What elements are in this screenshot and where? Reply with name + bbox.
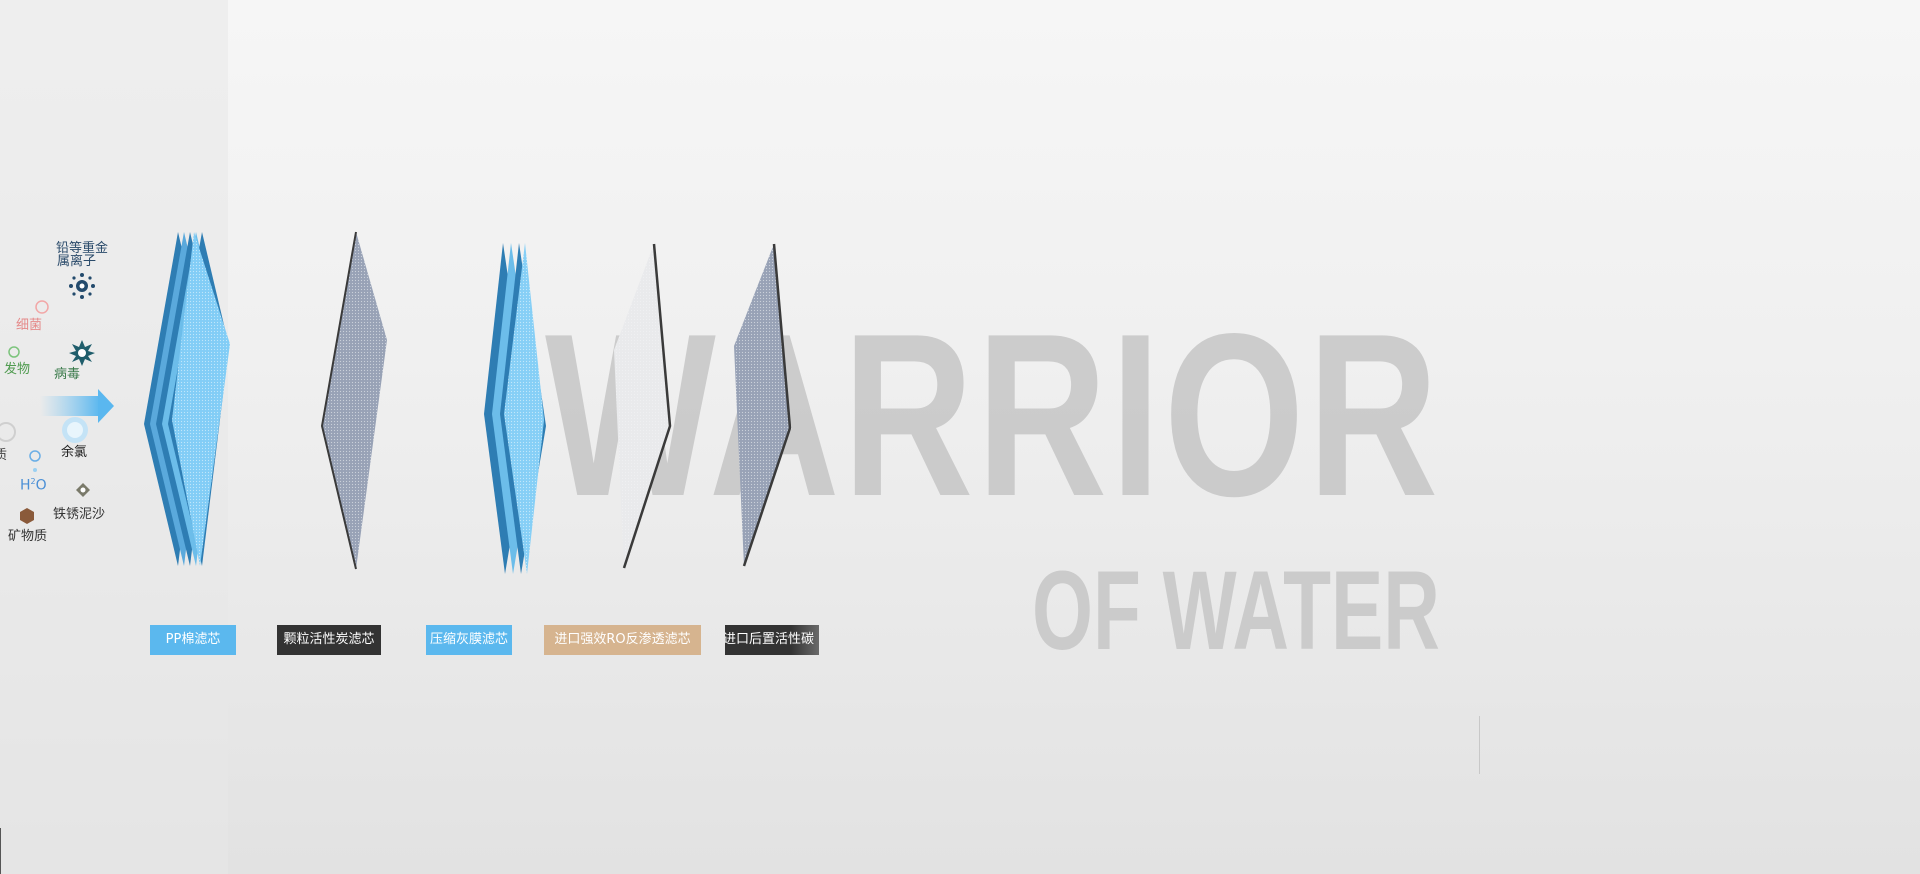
- brand-main-text: WARRIOR: [545, 286, 1442, 545]
- carbon-filter-label: 颗粒活性炭滤芯: [277, 625, 381, 655]
- partial-label: 质: [0, 448, 8, 463]
- flow-arrow-icon: [40, 389, 114, 423]
- bacteria-label: 细菌: [16, 318, 43, 333]
- water-label-o: O: [35, 477, 47, 494]
- chlorine-label: 余氯: [61, 445, 88, 460]
- post-carbon-filter-shape: [734, 243, 792, 567]
- mineral-label: 矿物质: [8, 529, 48, 544]
- chlorine-icon: [62, 417, 88, 443]
- divider-line: [1479, 716, 1480, 774]
- water-molecule-icon: [29, 450, 41, 472]
- partial-ring-icon: [0, 422, 16, 442]
- compressed-filter-label: 压缩灰膜滤芯: [426, 625, 512, 655]
- virus-label: 病毒: [54, 367, 81, 382]
- water-label: H2O: [20, 475, 47, 493]
- water-label-h: H: [20, 477, 31, 494]
- compressed-filter-shape: [484, 243, 546, 574]
- rust-label: 铁锈泥沙: [53, 507, 106, 522]
- heavy-metal-label: 铅等重金 属离子: [56, 242, 108, 268]
- rust-icon: [76, 483, 90, 497]
- ro-filter-shape: [614, 243, 672, 569]
- brand-watermark: WARRIOR OF WATER: [545, 300, 1440, 680]
- ro-filter-label: 进口强效RO反渗透滤芯: [544, 625, 701, 655]
- carbon-filter-shape: [320, 231, 387, 570]
- virus-icon: [69, 340, 95, 366]
- heavy-metal-icon: [69, 273, 95, 299]
- bacteria-icon: [35, 300, 49, 314]
- pp-filter-label: PP棉滤芯: [150, 625, 236, 655]
- volatile-label: 发物: [4, 362, 31, 377]
- mineral-icon: [20, 508, 34, 524]
- heavy-metal-line1: 铅等重金: [56, 241, 109, 256]
- water-label-sub: 2: [30, 477, 36, 486]
- pp-filter-shape: [144, 232, 230, 566]
- post-carbon-filter-label: 进口后置活性碳: [725, 625, 819, 655]
- edge-line: [0, 828, 1, 874]
- volatile-icon: [8, 346, 20, 358]
- brand-sub-text: OF WATER: [1032, 548, 1440, 673]
- heavy-metal-line2: 属离子: [57, 254, 97, 269]
- filter-illustration: [0, 231, 792, 574]
